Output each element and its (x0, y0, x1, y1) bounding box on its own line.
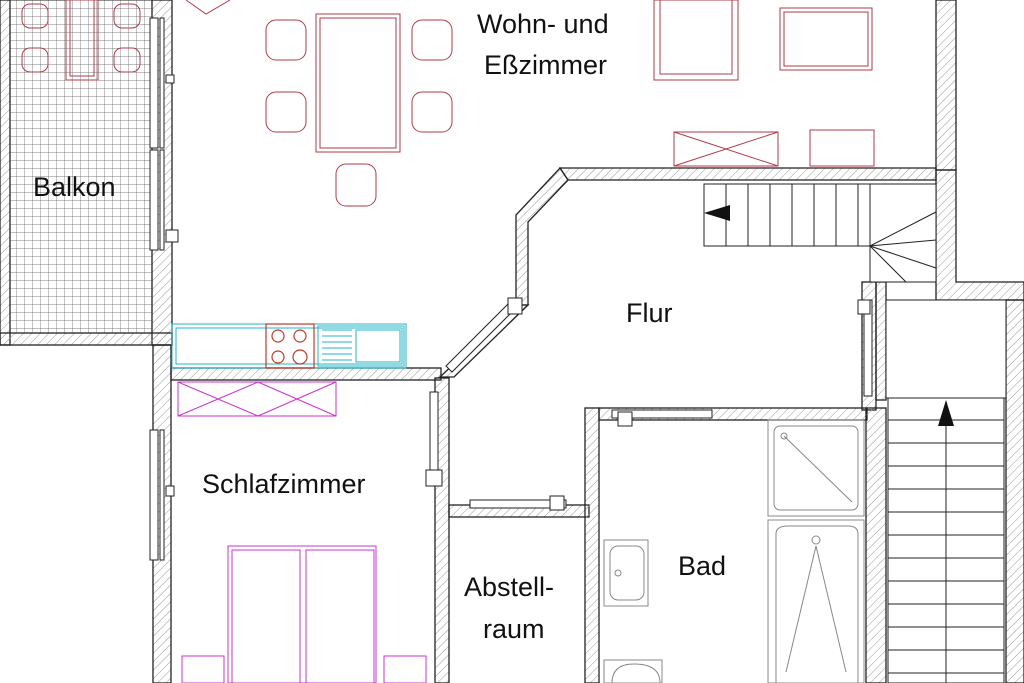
double-bed (181, 545, 427, 683)
coffee-table (779, 7, 873, 71)
balcony-door (149, 17, 179, 251)
dining-chair (265, 91, 307, 133)
doors (425, 297, 873, 511)
dining-set (185, 0, 453, 207)
wall-right-step (935, 169, 1024, 301)
kitchen-counter (171, 323, 407, 369)
door-storage (469, 499, 567, 509)
living-furniture (653, 0, 875, 167)
bath-fixtures (603, 419, 865, 683)
wall-kitchen-bedroom (170, 367, 442, 381)
door-bath (611, 409, 713, 419)
shower (767, 419, 865, 517)
stove (265, 323, 315, 369)
balcony-furniture (21, 0, 141, 81)
bedroom-window (149, 429, 175, 561)
armchair (653, 0, 739, 81)
room-label-wohn: Wohn- und (477, 9, 609, 39)
toilet (603, 659, 663, 683)
dining-table (315, 13, 401, 153)
room-label-balkon: Balkon (33, 172, 116, 202)
wall-bath-right (865, 407, 887, 683)
wall-landing (875, 281, 887, 401)
wall-bath-left (584, 407, 600, 683)
lower-stairs (885, 299, 1007, 683)
stair-arrow-left-icon (704, 205, 730, 221)
bathtub (767, 519, 865, 683)
door-living-flur (445, 299, 519, 373)
wall-hall-diag (515, 166, 569, 306)
room-label-schlaf: Schlafzimmer (202, 469, 366, 499)
dining-chair (411, 19, 453, 61)
side-cabinet (809, 129, 875, 167)
sideboard (673, 131, 779, 167)
room-label-wohn-2: Eßzimmer (484, 50, 607, 80)
balcony-floor (9, 0, 153, 334)
dining-chair (335, 163, 377, 207)
wall-balcony-top (0, 0, 11, 346)
dining-chair (411, 91, 453, 133)
wardrobe (177, 381, 337, 417)
wall-living-right (935, 0, 957, 171)
room-label-flur: Flur (626, 298, 673, 328)
stair-arrow-up-icon (938, 400, 954, 426)
washbasin (603, 539, 649, 607)
wall-balcony-bottom (0, 332, 173, 346)
room-label-bad: Bad (678, 551, 726, 581)
upper-stairs (703, 183, 937, 283)
wall-hall-top (558, 167, 937, 181)
sink (317, 325, 405, 367)
wall-far-right (1005, 299, 1024, 683)
room-label-abstell-2: raum (483, 614, 545, 644)
room-label-abstell: Abstell- (464, 572, 554, 602)
dining-chair (265, 19, 307, 61)
